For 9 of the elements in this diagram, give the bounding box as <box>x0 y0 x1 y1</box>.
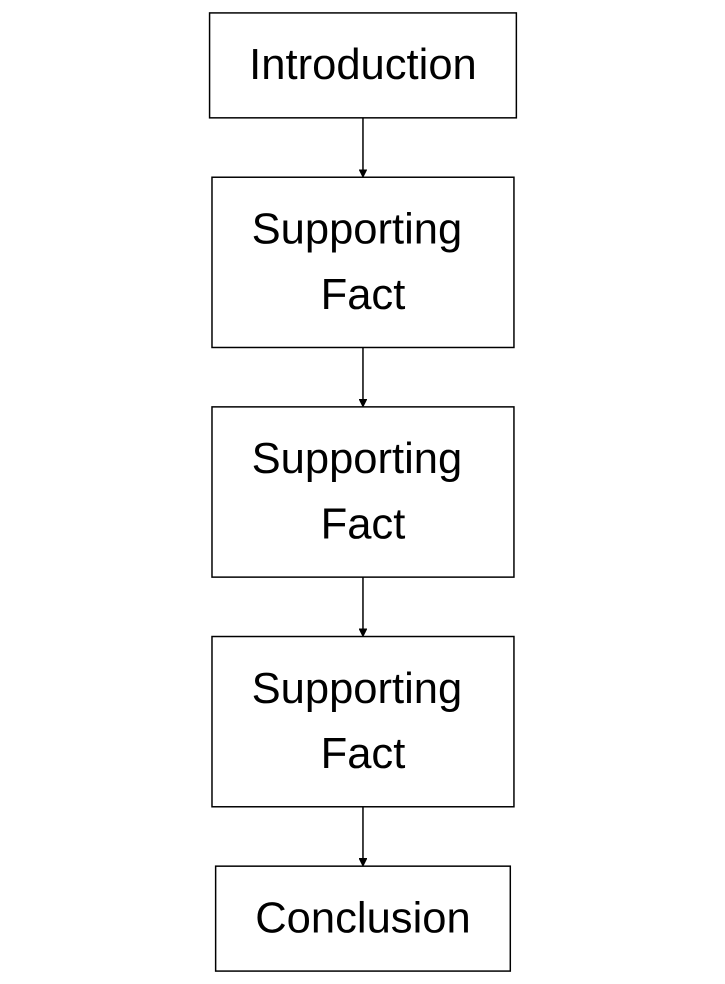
node-box: Conclusion <box>214 865 511 972</box>
node-box: Introduction <box>208 12 517 119</box>
arrow <box>358 806 367 867</box>
node-box: Supporting Fact <box>210 176 514 348</box>
arrow <box>358 347 367 408</box>
arrow <box>358 118 367 178</box>
arrow <box>358 577 367 637</box>
node-box: Supporting Fact <box>210 406 514 578</box>
node-box: Supporting Fact <box>210 636 514 808</box>
